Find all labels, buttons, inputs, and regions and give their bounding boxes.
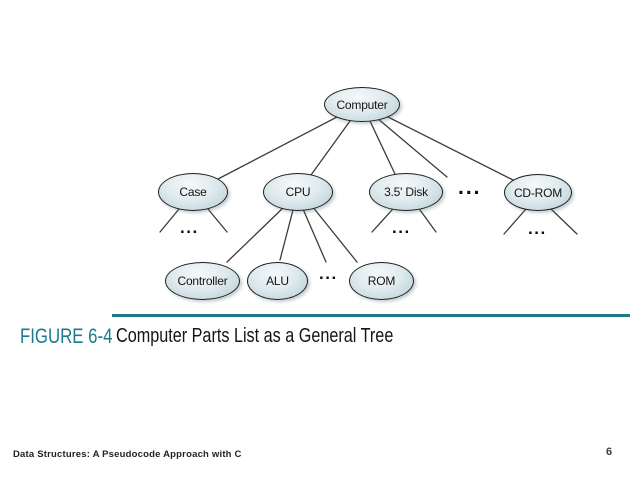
node-case: Case (158, 173, 228, 211)
node-computer: Computer (324, 87, 400, 122)
node-cpu-label: CPU (285, 185, 311, 199)
ellipsis-cdrom-children: ... (528, 219, 547, 238)
node-cdrom: CD-ROM (504, 174, 572, 211)
node-controller: Controller (165, 262, 240, 300)
ellipsis-cpu-children: ... (319, 264, 338, 283)
figure-caption: FIGURE 6-4 Computer Parts List as a Gene… (20, 325, 393, 349)
ellipsis-disk-children: ... (392, 218, 411, 237)
node-controller-label: Controller (177, 274, 228, 288)
node-rom: ROM (349, 262, 414, 300)
figure-label: FIGURE 6-4 (20, 325, 113, 348)
node-cpu: CPU (263, 173, 333, 211)
ellipsis-case-children: ... (180, 218, 199, 237)
footer-text: Data Structures: A Pseudocode Approach w… (13, 449, 242, 460)
caption-rule (112, 314, 630, 317)
node-alu: ALU (247, 262, 308, 300)
node-alu-label: ALU (266, 274, 289, 288)
node-rom-label: ROM (367, 274, 396, 288)
ellipsis-root-children: ... (458, 176, 482, 199)
node-disk-label: 3.5' Disk (384, 185, 428, 199)
figure-title: Computer Parts List as a General Tree (116, 325, 394, 347)
node-computer-label: Computer (336, 97, 388, 112)
node-cdrom-label: CD-ROM (513, 185, 563, 200)
page-number: 6 (606, 446, 613, 458)
node-disk: 3.5' Disk (369, 173, 443, 211)
node-case-label: Case (179, 185, 207, 199)
